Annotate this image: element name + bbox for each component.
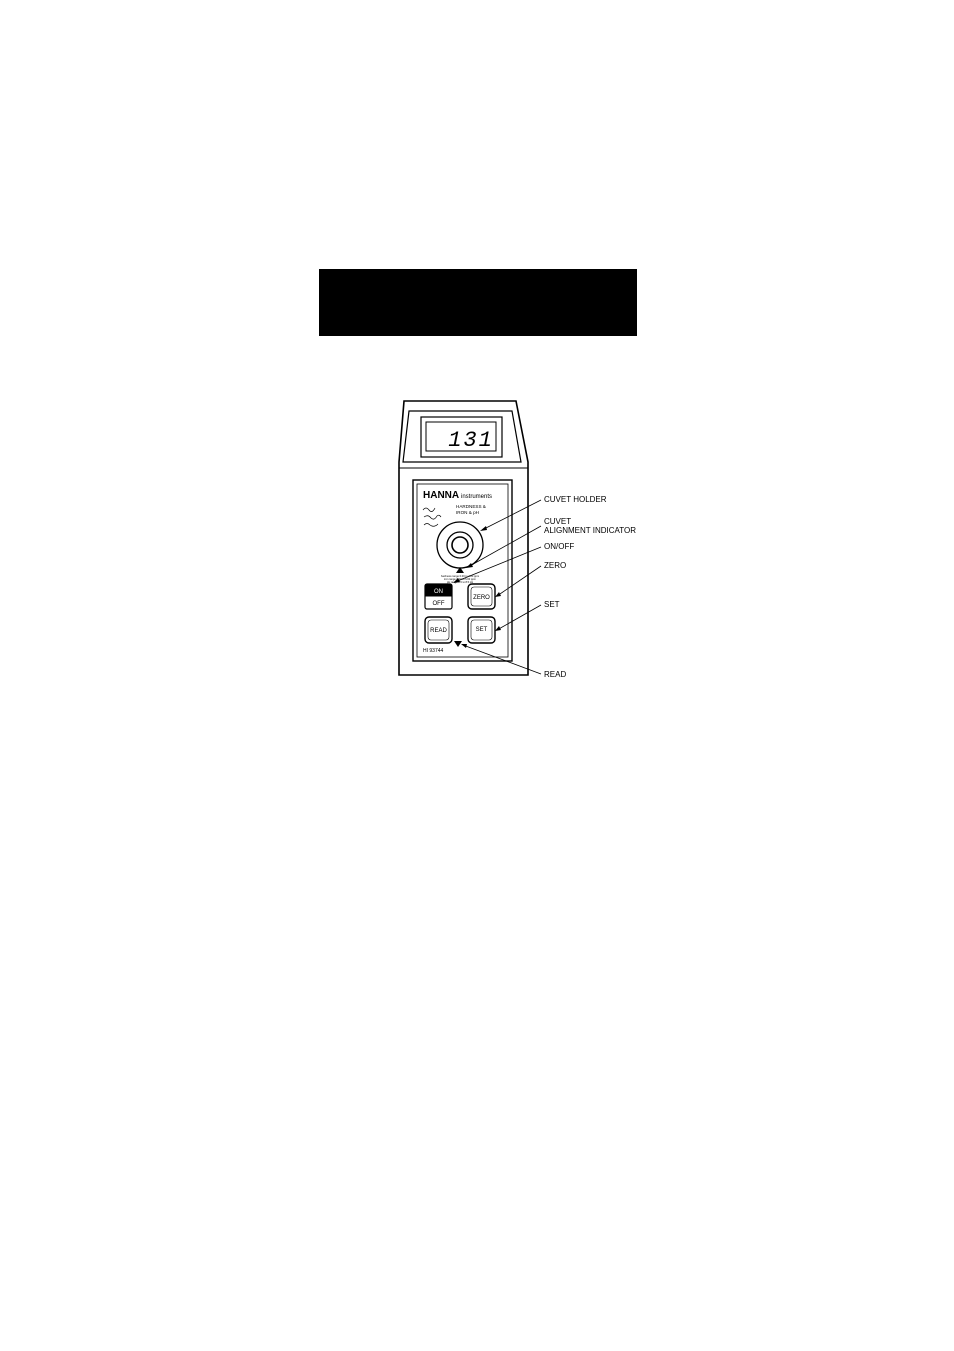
callout-read: READ bbox=[544, 670, 567, 679]
callout-arrowheads bbox=[453, 526, 501, 648]
fine-print-1: hardness range 0.00 to 4.00 ppm bbox=[441, 574, 479, 578]
brand-suffix: instruments bbox=[461, 494, 492, 500]
read-button[interactable]: READ bbox=[424, 616, 453, 644]
handwritten-mark bbox=[422, 507, 442, 527]
black-title-bar bbox=[319, 269, 637, 336]
callout-cuvet-line2: ALIGNMENT INDICATOR bbox=[544, 526, 637, 535]
product-name-line2: IRON & pH bbox=[456, 510, 479, 515]
read-arrow-icon bbox=[454, 641, 462, 647]
model-number: HI 93744 bbox=[423, 648, 444, 654]
cuvet-holder-center bbox=[451, 536, 469, 554]
product-name-line1: HARDNESS & bbox=[456, 504, 486, 509]
fine-print-3: pH range 6.5 to 8.5 pH bbox=[447, 580, 473, 584]
fine-print-2: iron range 0.00 to 5.00 ppm bbox=[444, 577, 476, 581]
off-label: OFF bbox=[433, 601, 445, 607]
callout-cuvet-holder: CUVET HOLDER bbox=[544, 495, 607, 504]
callout-zero: ZERO bbox=[544, 561, 567, 570]
set-button[interactable]: SET bbox=[467, 616, 496, 644]
callout-lines bbox=[454, 499, 542, 675]
callout-set: SET bbox=[544, 600, 560, 609]
alignment-indicator-icon bbox=[456, 567, 464, 573]
lcd-window bbox=[425, 421, 497, 452]
zero-button[interactable]: ZERO bbox=[467, 583, 496, 610]
zero-label: ZERO bbox=[473, 595, 490, 601]
brand-logo: HANNA bbox=[423, 490, 459, 501]
lcd-reading: 131 bbox=[448, 428, 494, 453]
callout-cuvet-line1: CUVET bbox=[544, 517, 572, 526]
read-label: READ bbox=[430, 628, 447, 634]
on-label: ON bbox=[434, 589, 443, 595]
callout-on-off: ON/OFF bbox=[544, 542, 575, 551]
set-label: SET bbox=[476, 627, 488, 633]
on-off-button[interactable]: ON OFF bbox=[424, 583, 453, 610]
